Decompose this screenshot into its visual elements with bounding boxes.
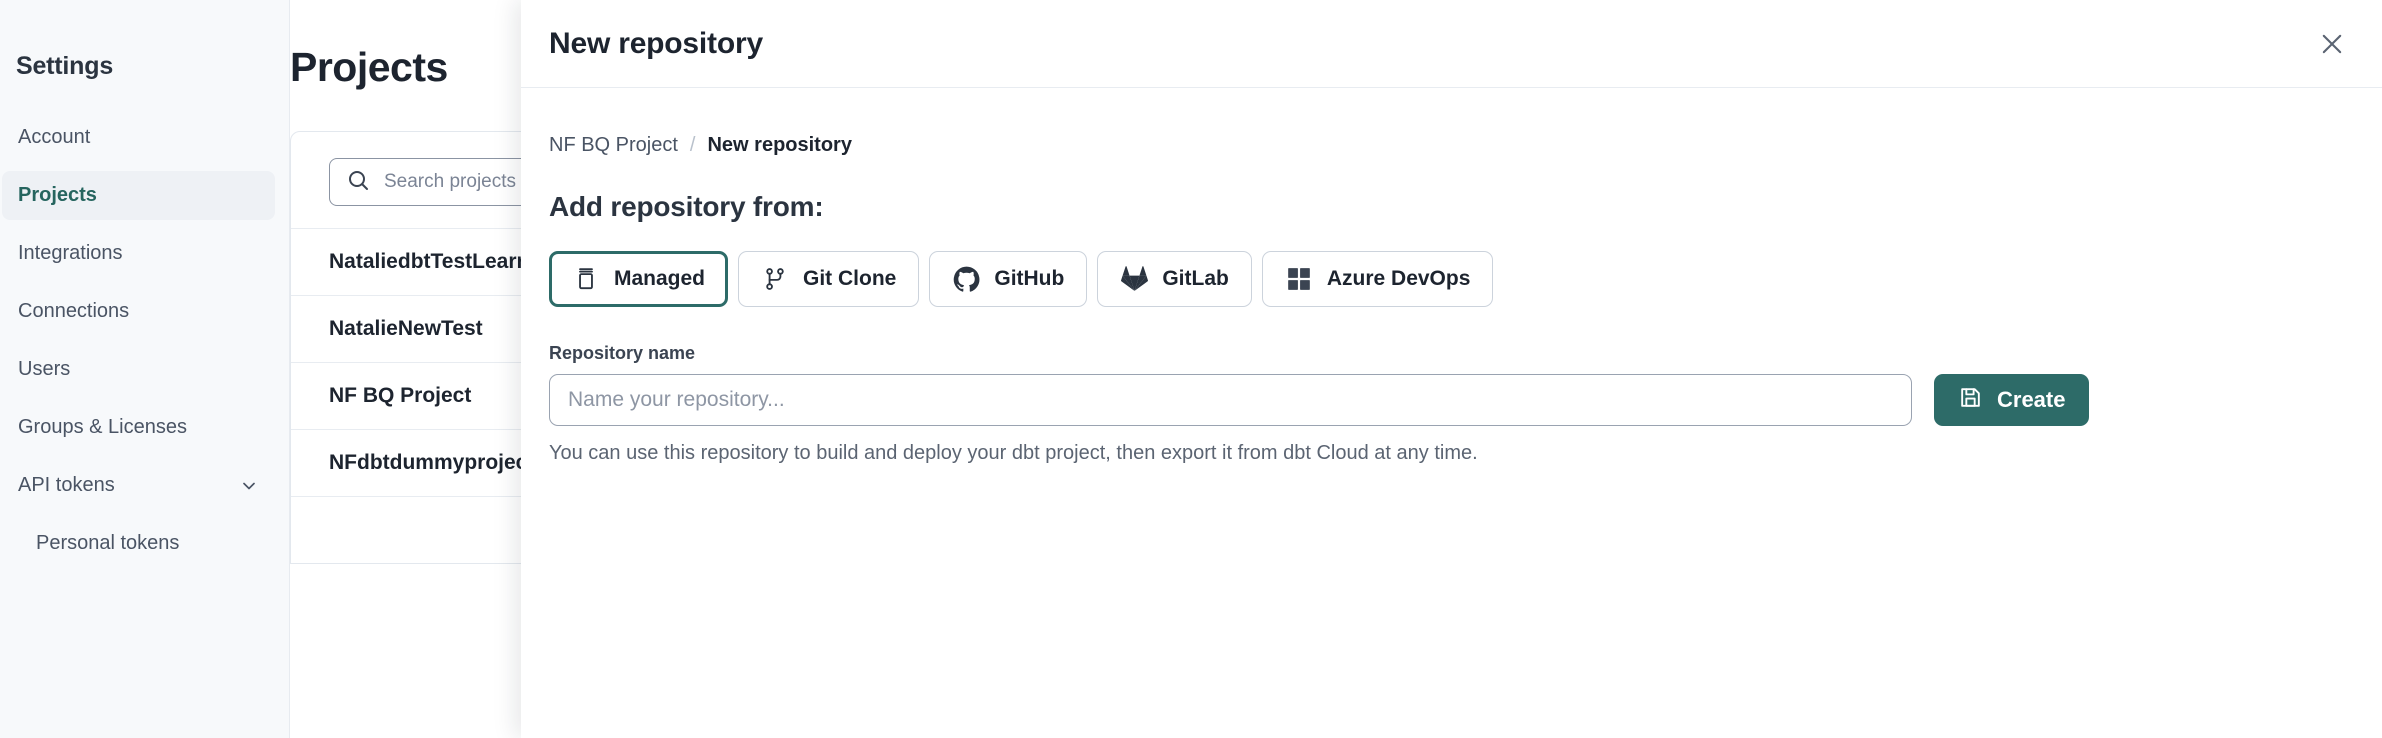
sidebar-item-label: API tokens (18, 474, 115, 496)
github-icon (952, 265, 980, 293)
sidebar-item-connections[interactable]: Connections (2, 287, 275, 336)
create-button[interactable]: Create (1934, 374, 2090, 426)
sidebar-item-label: Connections (18, 300, 130, 322)
database-icon (572, 265, 600, 293)
repository-name-row: You can use this repository to build and… (549, 374, 2354, 465)
sidebar-item-groups-licenses[interactable]: Groups & Licenses (2, 403, 275, 452)
save-icon (1958, 385, 1983, 416)
gitlab-icon (1120, 265, 1148, 293)
tab-git-clone[interactable]: Git Clone (738, 251, 920, 307)
sidebar-item-account[interactable]: Account (2, 113, 275, 162)
tab-label: GitHub (994, 267, 1065, 290)
tab-label: Managed (614, 267, 706, 290)
sidebar-item-label: Projects (18, 184, 97, 206)
repository-name-input[interactable] (549, 374, 1912, 426)
drawer-title: New repository (549, 26, 763, 60)
sidebar-item-label: Account (18, 126, 91, 148)
tab-label: Azure DevOps (1326, 267, 1471, 290)
sidebar-item-label: Integrations (18, 242, 123, 264)
sidebar-item-label: Personal tokens (36, 532, 180, 554)
new-repository-drawer: New repository NF BQ Project / New repos… (521, 0, 2382, 738)
sidebar-item-api-tokens[interactable]: API tokens (2, 461, 275, 510)
sidebar-item-label: Users (18, 358, 71, 380)
git-branch-icon (761, 265, 789, 293)
tab-managed[interactable]: Managed (549, 251, 729, 307)
drawer-header: New repository (521, 0, 2382, 88)
azure-devops-icon (1285, 265, 1313, 293)
tab-gitlab[interactable]: GitLab (1097, 251, 1252, 307)
repository-source-tabs: Managed Git Clone (549, 251, 2354, 307)
section-title-add-repository-from: Add repository from: (549, 191, 824, 222)
drawer-body: NF BQ Project / New repository Add repos… (521, 88, 2382, 465)
breadcrumb: NF BQ Project / New repository (549, 134, 2354, 157)
sidebar-item-personal-tokens[interactable]: Personal tokens (2, 519, 275, 568)
settings-sidebar: Settings Account Projects Integrations C… (0, 0, 290, 738)
tab-github[interactable]: GitHub (929, 251, 1088, 307)
sidebar-heading: Settings (16, 52, 114, 80)
sidebar-item-users[interactable]: Users (2, 345, 275, 394)
repository-helper-text: You can use this repository to build and… (549, 442, 1478, 464)
sidebar-item-projects[interactable]: Projects (2, 171, 275, 220)
breadcrumb-parent[interactable]: NF BQ Project (549, 134, 678, 156)
tab-label: GitLab (1162, 267, 1229, 290)
page-title: Projects (290, 44, 448, 90)
create-button-label: Create (1997, 387, 2066, 412)
sidebar-item-label: Groups & Licenses (18, 416, 187, 438)
chevron-down-icon (239, 476, 259, 496)
repository-name-label: Repository name (549, 343, 696, 363)
sidebar-item-integrations[interactable]: Integrations (2, 229, 275, 278)
breadcrumb-separator: / (689, 134, 696, 156)
tab-azure-devops[interactable]: Azure DevOps (1261, 251, 1494, 307)
tab-label: Git Clone (803, 267, 897, 290)
close-icon[interactable] (2310, 22, 2354, 66)
search-icon (346, 168, 370, 197)
breadcrumb-current: New repository (707, 134, 852, 156)
